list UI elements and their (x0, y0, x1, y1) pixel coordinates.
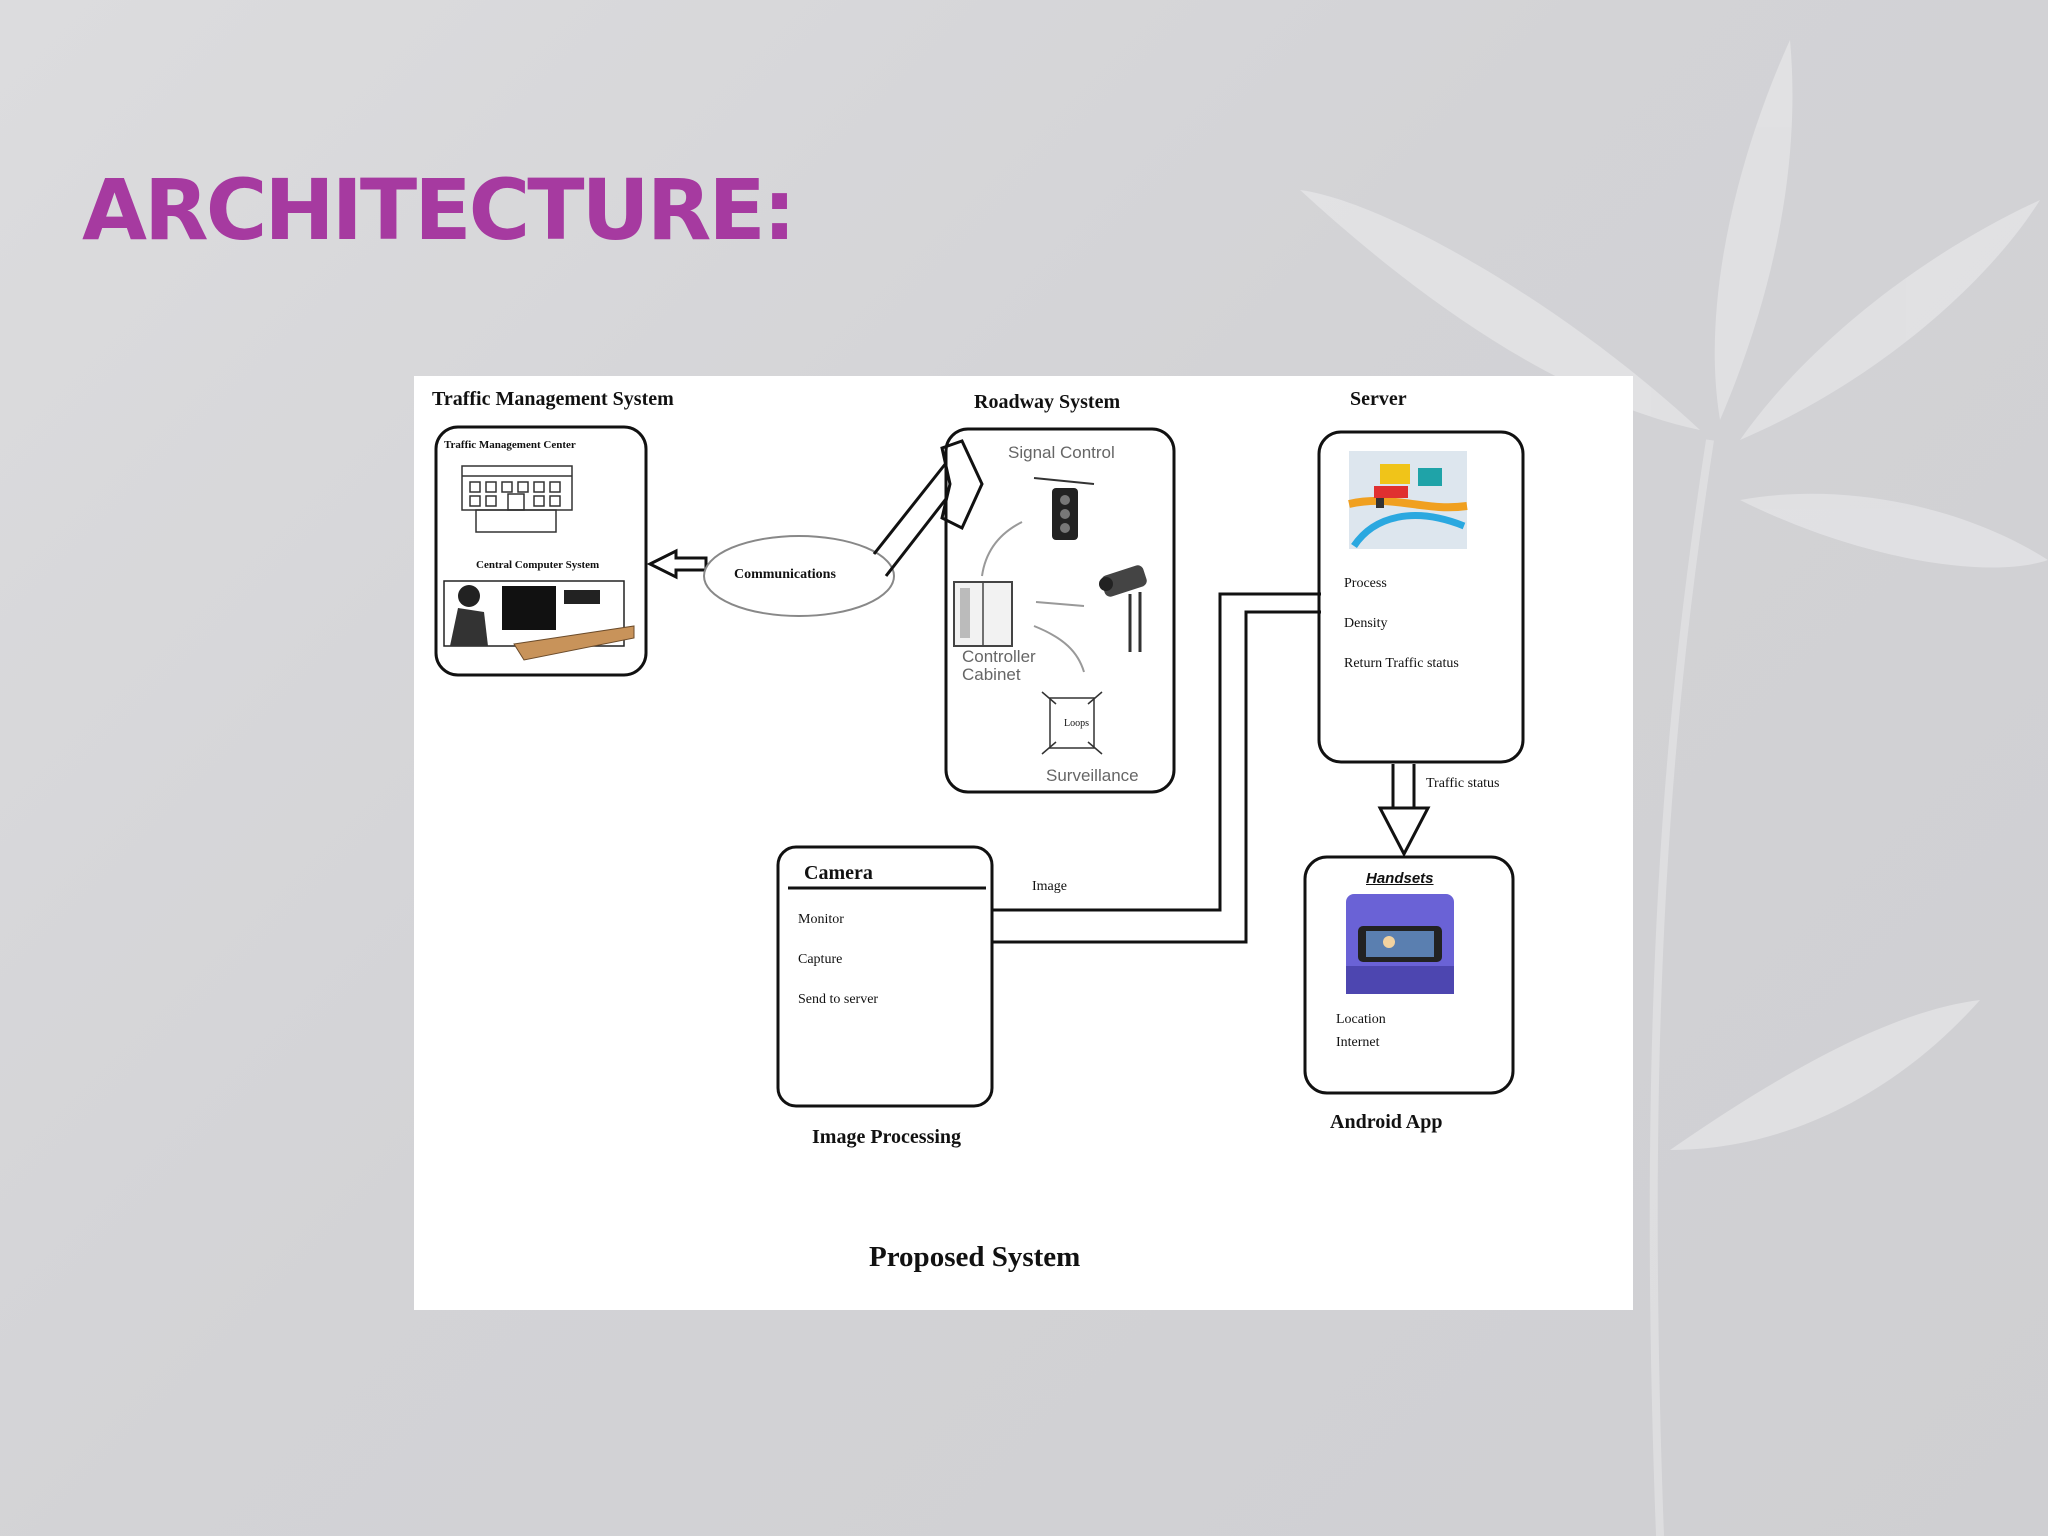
traffic-management-center-label: Traffic Management Center (444, 439, 576, 451)
roadway-connector-lines (981, 521, 1085, 673)
camera-item-capture: Capture (798, 952, 843, 967)
handsets-box (1303, 855, 1515, 1095)
loops-detector-icon (1041, 691, 1103, 755)
traffic-management-box (434, 425, 648, 677)
roadway-system-title: Roadway System (974, 391, 1121, 413)
traffic-status-arrow (1377, 764, 1431, 858)
server-item-return-status: Return Traffic status (1344, 656, 1459, 671)
operator-workstation-icon (443, 580, 635, 661)
handsets-item-location: Location (1336, 1012, 1386, 1027)
camera-item-send: Send to server (798, 992, 879, 1007)
server-network-icon (1348, 451, 1468, 549)
image-processing-caption: Image Processing (812, 1126, 962, 1148)
server-item-density: Density (1344, 616, 1388, 631)
image-connector-lines (992, 592, 1321, 944)
building-icon (461, 465, 573, 533)
slide-title: ARCHITECTURE: (82, 161, 796, 259)
surveillance-camera-icon (1099, 565, 1147, 652)
surveillance-label: Surveillance (1046, 766, 1139, 785)
signal-control-label: Signal Control (1008, 443, 1115, 462)
server-title: Server (1350, 388, 1407, 410)
central-computer-label: Central Computer System (476, 559, 600, 571)
communications-to-roadway-arrow (872, 439, 984, 577)
controller-label-line1: Controller (962, 647, 1036, 666)
controller-cabinet-icon (953, 581, 1013, 647)
camera-title: Camera (804, 862, 873, 884)
traffic-management-title: Traffic Management System (432, 388, 674, 410)
communications-label: Communications (734, 567, 836, 582)
traffic-status-label: Traffic status (1426, 776, 1500, 791)
smartphone-icon (1346, 894, 1454, 994)
server-item-process: Process (1344, 576, 1387, 591)
handsets-item-internet: Internet (1336, 1035, 1380, 1050)
traffic-signal-icon (1033, 477, 1095, 540)
loops-label: Loops (1064, 718, 1089, 729)
handsets-title: Handsets (1366, 870, 1434, 887)
controller-label-line2: Cabinet (962, 665, 1021, 684)
diagram-caption: Proposed System (869, 1241, 1081, 1273)
arrow-to-traffic-management (646, 548, 708, 580)
camera-item-monitor: Monitor (798, 912, 844, 927)
communications-ellipse (703, 535, 895, 617)
server-box (1317, 430, 1525, 764)
image-label: Image (1032, 879, 1067, 894)
camera-box (776, 845, 994, 1108)
roadway-system-box (944, 427, 1176, 794)
architecture-diagram: Traffic Management System Traffic Manage… (414, 376, 1633, 1310)
android-app-caption: Android App (1330, 1111, 1443, 1133)
